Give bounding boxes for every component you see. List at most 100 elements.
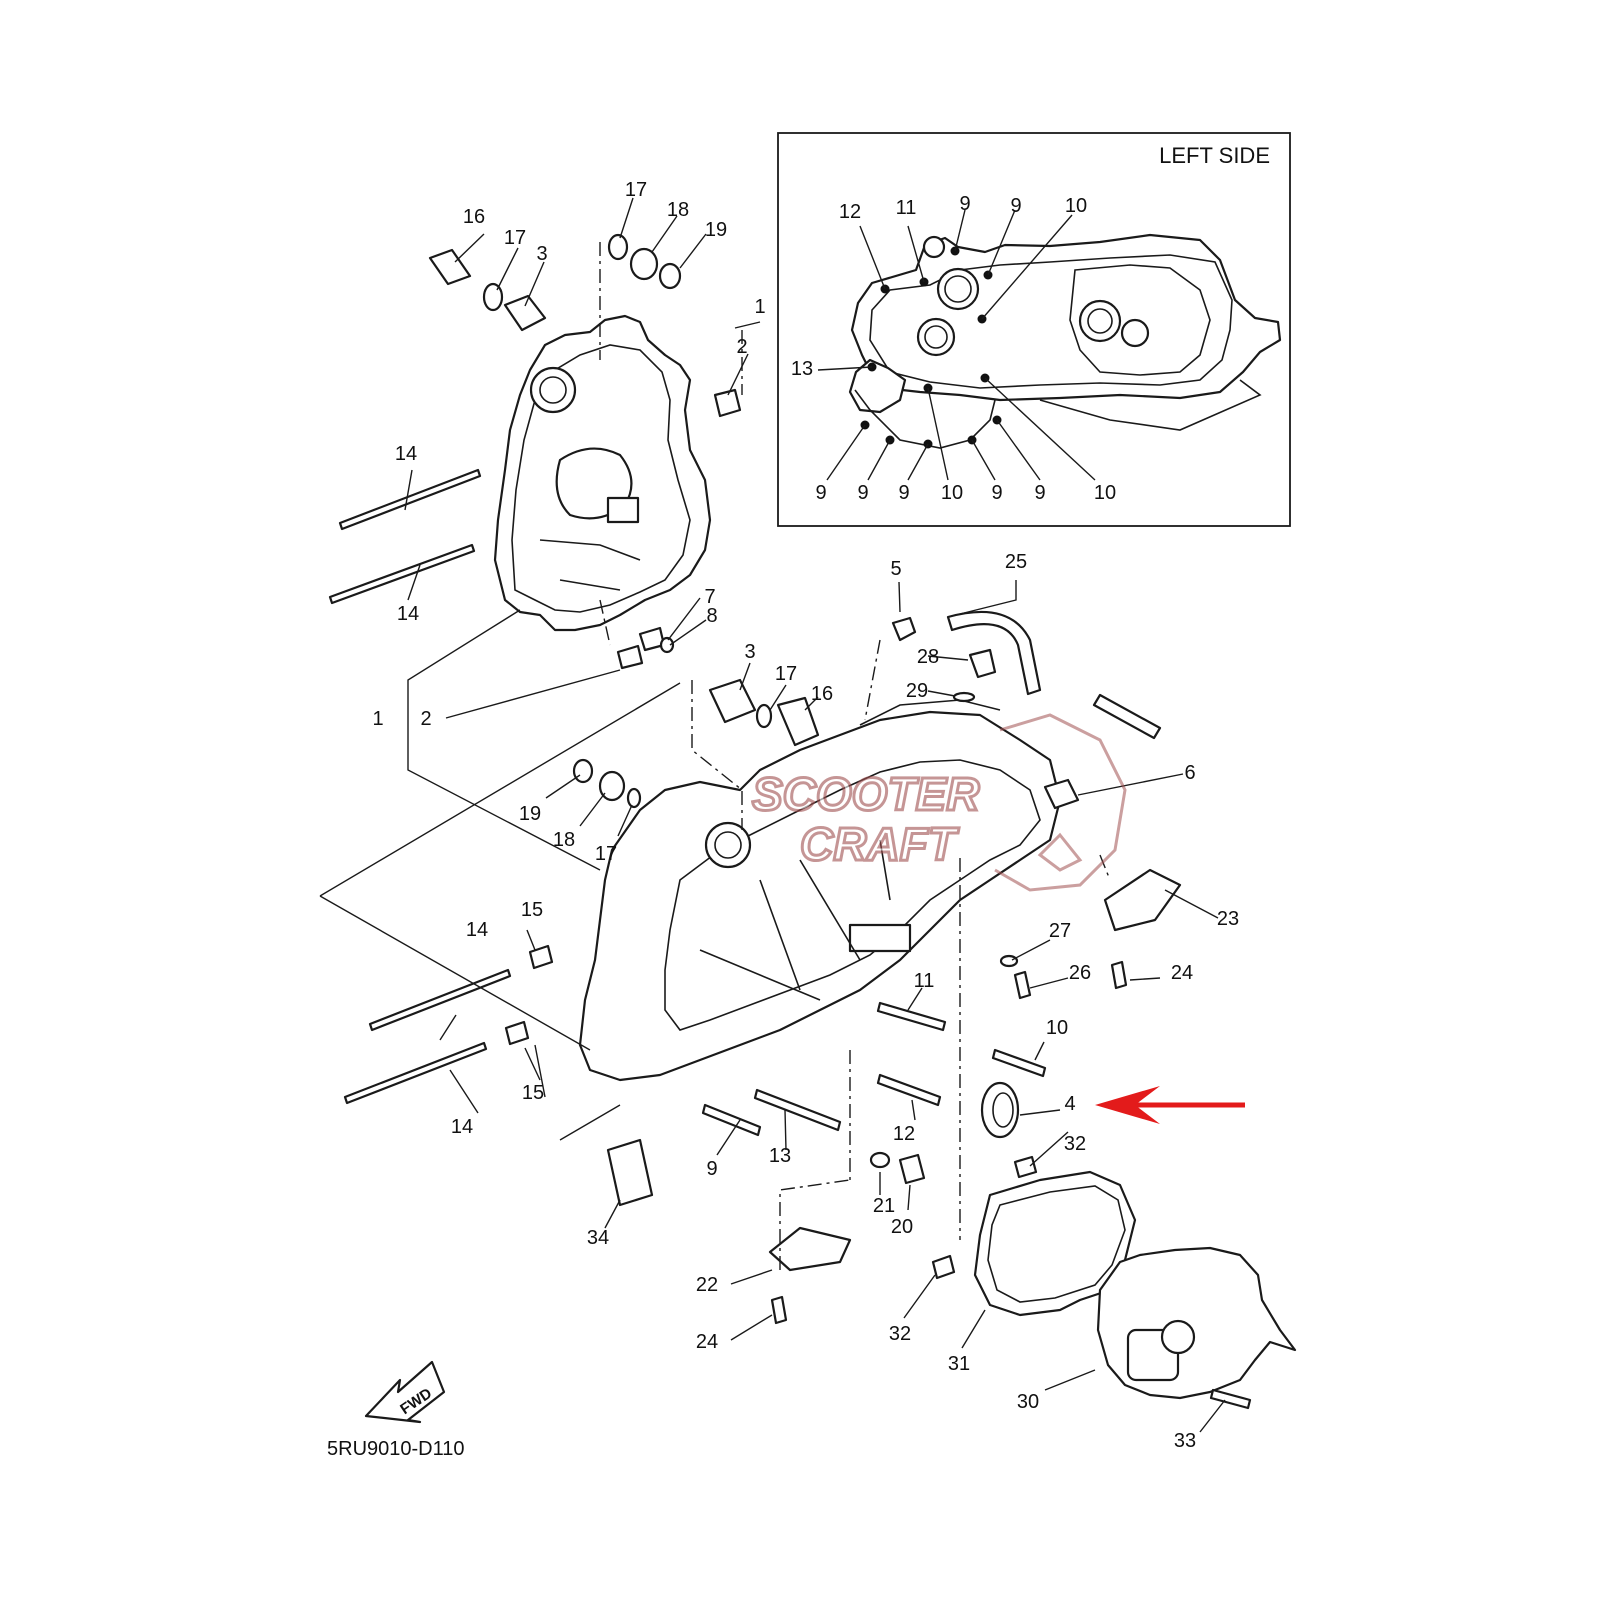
callout-17-mid-left: 17 <box>595 843 617 865</box>
right-case-body <box>578 710 1062 1082</box>
part-33-bolt <box>1209 1388 1252 1410</box>
part-10-bolt <box>991 1048 1047 1078</box>
callout-14-a: 14 <box>395 443 417 465</box>
callout-labels: 12 11 9 9 10 13 9 9 9 10 9 9 10 16 17 3 … <box>372 179 1239 1452</box>
frame-lines <box>319 609 681 1141</box>
callout-12-inset: 12 <box>839 201 861 223</box>
inset-boss-lower <box>916 317 956 357</box>
stud-14-b <box>328 543 476 605</box>
inset-leader-lines <box>817 209 1096 481</box>
stud-14-a <box>338 468 482 531</box>
cover-plug <box>1160 1319 1196 1355</box>
callout-32-upper: 32 <box>1064 1133 1086 1155</box>
part-26-bolt <box>1013 970 1032 1000</box>
inset-tail <box>1039 379 1262 431</box>
callout-11-inset: 11 <box>896 197 917 219</box>
part-15-lower <box>504 1020 530 1046</box>
studs <box>328 468 512 1105</box>
callout-15-upper: 15 <box>521 899 543 921</box>
leader-lines <box>404 197 1226 1433</box>
part-32-lower <box>931 1254 956 1280</box>
inset-bore-large-inner <box>1087 308 1113 334</box>
crankcase-cover-assembly <box>973 1170 1297 1400</box>
part-22-bracket <box>768 1226 852 1272</box>
callout-10-inset-b: 10 <box>941 482 963 504</box>
callout-18-top: 18 <box>667 199 689 221</box>
callout-15-lower: 15 <box>522 1082 544 1104</box>
inset-gear-segment <box>848 358 907 414</box>
part-34-bracket <box>606 1138 654 1207</box>
part-32-upper <box>1013 1155 1038 1179</box>
callout-19-top: 19 <box>705 219 727 241</box>
inset-title: LEFT SIDE <box>1159 143 1270 168</box>
part-13-bolt <box>753 1088 842 1132</box>
part-9-bolt <box>701 1103 762 1137</box>
callout-9-inset-a: 9 <box>959 193 970 215</box>
crankcase-left-half <box>493 314 712 632</box>
callout-26: 26 <box>1069 962 1091 984</box>
part-17-mid <box>755 703 773 729</box>
stud-14-c <box>368 968 512 1032</box>
watermark-line-1: SCOOTER <box>752 768 979 820</box>
watermark-helmet-visor <box>1037 832 1083 872</box>
callout-5: 5 <box>890 558 901 580</box>
part-3-lower <box>708 678 757 724</box>
part-24-bolt-right <box>1110 960 1128 990</box>
inset-bore-small <box>1120 318 1150 348</box>
callout-29: 29 <box>906 680 928 702</box>
inset-bore-large <box>1078 299 1122 343</box>
callout-10-inset-c: 10 <box>1094 482 1116 504</box>
inset-boss-upper <box>936 267 980 311</box>
scootercraft-watermark: SCOOTER CRAFT <box>751 713 1127 892</box>
callout-9-inset-f: 9 <box>991 482 1002 504</box>
fwd-arrow-icon <box>364 1360 446 1424</box>
part-18-top <box>629 247 659 281</box>
stud-14-d <box>343 1041 488 1105</box>
part-2-upper <box>713 388 742 418</box>
part-23-bracket <box>1103 868 1182 932</box>
part-5-fitting <box>891 616 917 642</box>
callout-6: 6 <box>1184 762 1195 784</box>
watermark-line-2: CRAFT <box>800 818 960 870</box>
left-case-boss-bore <box>539 376 567 404</box>
callout-27: 27 <box>1049 920 1071 942</box>
diagram-code: 5RU9010-D110 <box>327 1438 465 1460</box>
part-16-lower <box>776 696 820 747</box>
part-19-top <box>658 262 682 290</box>
callout-2-top: 2 <box>736 336 747 358</box>
part-4-oil-seal-inner <box>992 1092 1014 1128</box>
callout-9-inset-b: 9 <box>1010 195 1021 217</box>
part-28-plug <box>968 648 997 679</box>
right-case-ribs <box>699 839 891 1001</box>
crankcase-right-half <box>578 699 1062 1082</box>
inset-clutch-housing <box>1069 264 1211 376</box>
right-case-flange <box>664 759 1041 1031</box>
inset-lower-lobe <box>854 389 996 449</box>
assembly-lines <box>319 242 1111 1270</box>
fwd-indicator: FWD <box>364 1360 446 1424</box>
callout-16-mid: 16 <box>811 683 833 705</box>
left-case-ribs <box>539 539 641 591</box>
callout-9: 9 <box>706 1158 717 1180</box>
left-case-pad <box>606 496 640 524</box>
callout-20: 20 <box>891 1216 913 1238</box>
callout-34: 34 <box>587 1227 609 1249</box>
callout-14-c: 14 <box>466 919 488 941</box>
callout-4: 4 <box>1064 1093 1075 1115</box>
inset-boss-lower-inner <box>924 325 948 349</box>
callout-30: 30 <box>1017 1391 1039 1413</box>
callout-10: 10 <box>1046 1017 1068 1039</box>
cover-gasket <box>973 1170 1137 1317</box>
watermark-helmet-outline <box>994 713 1127 892</box>
callout-16-top: 16 <box>463 206 485 228</box>
callout-25: 25 <box>1005 551 1027 573</box>
part-3-upper <box>503 294 547 332</box>
dash-lines <box>599 242 1111 1270</box>
callout-1-mid: 1 <box>372 708 383 730</box>
part-25-hose <box>946 610 1042 696</box>
left-case-boss <box>529 366 577 414</box>
part-8 <box>659 636 675 654</box>
callout-14-b: 14 <box>397 603 419 625</box>
callout-23: 23 <box>1217 908 1239 930</box>
